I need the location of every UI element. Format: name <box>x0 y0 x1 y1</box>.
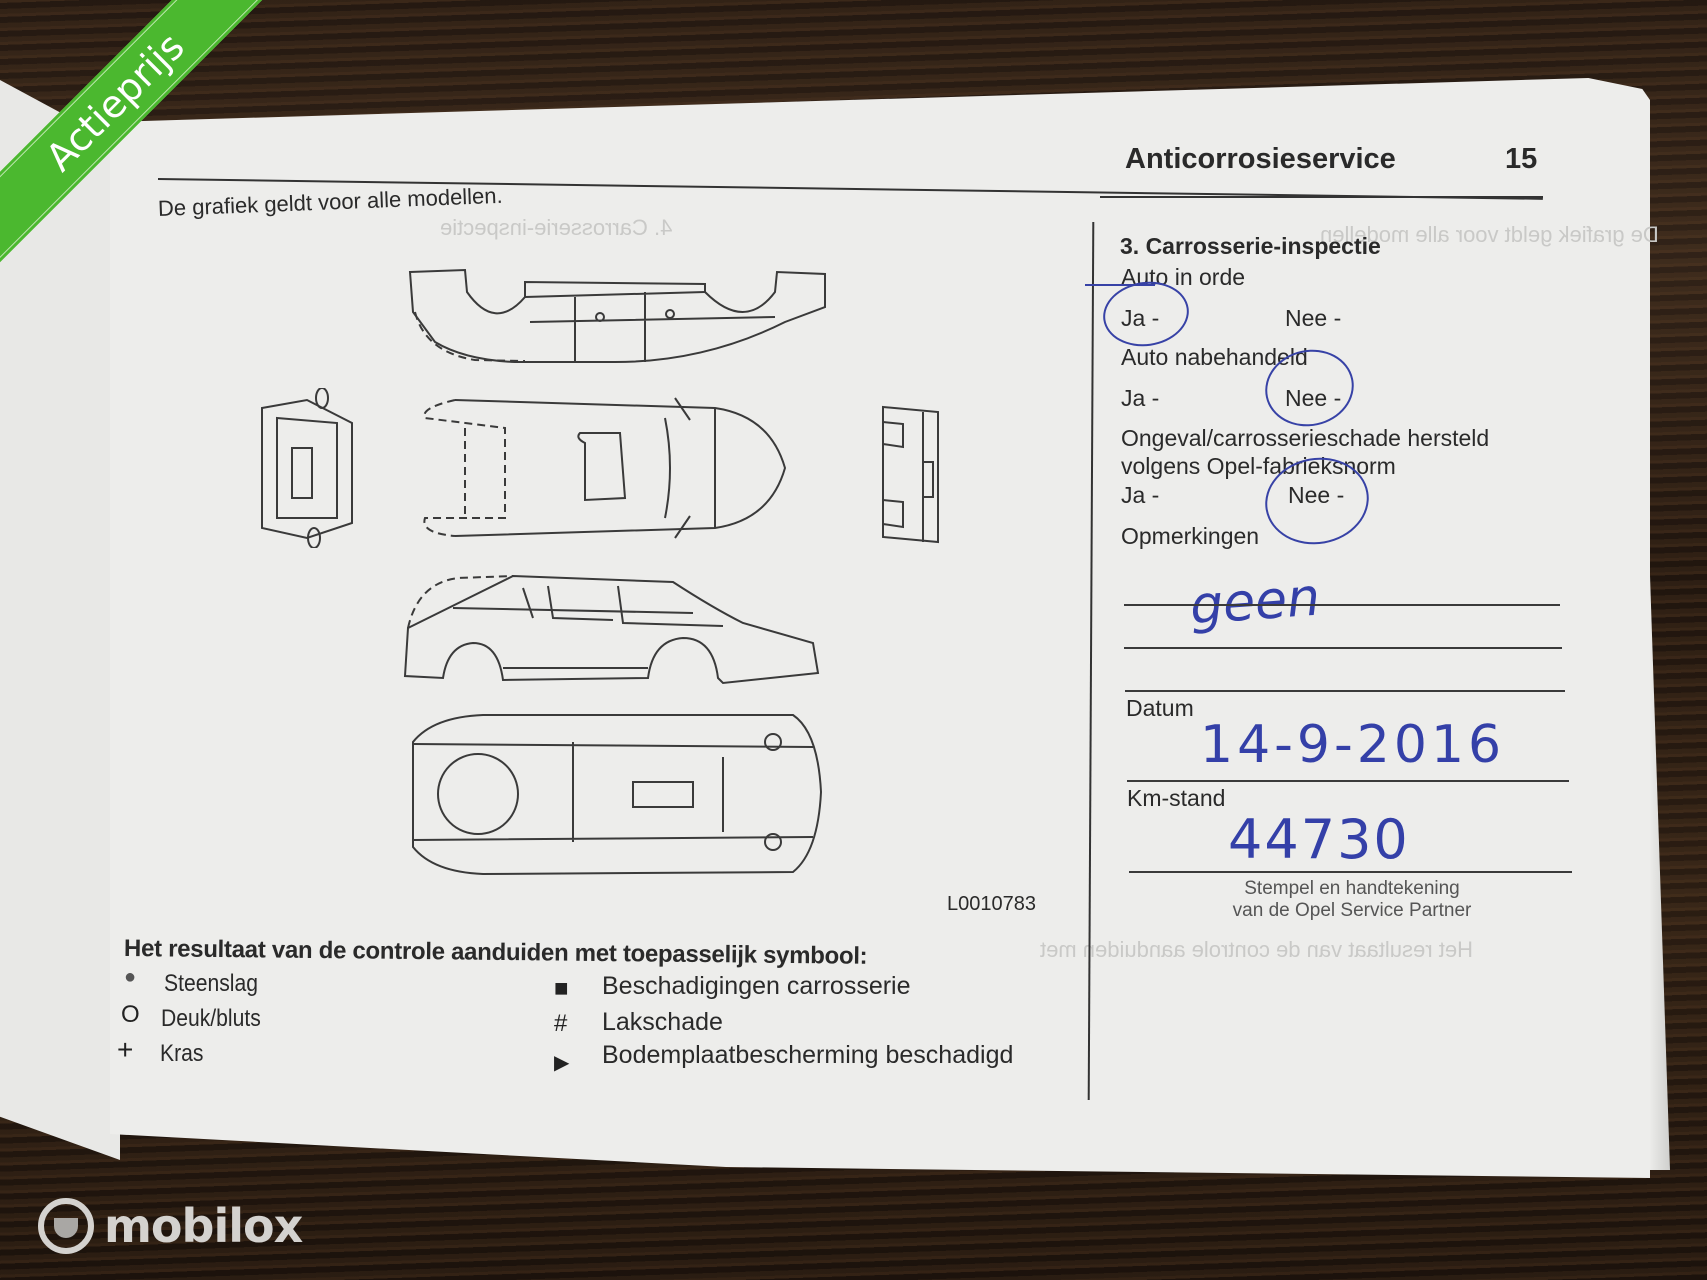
left-page <box>0 80 120 1160</box>
question-label: Ongeval/carrosserieschade hersteld <box>1121 425 1490 451</box>
figure-code: L0010783 <box>947 893 1036 915</box>
mobilox-logo-icon <box>38 1198 94 1254</box>
question-label: Auto nabehandeld <box>1121 344 1308 370</box>
watermark-logo: mobilox <box>38 1198 303 1254</box>
answer-yes[interactable]: Ja - <box>1121 305 1160 331</box>
legend-item-label: Beschadigingen carrosserie <box>602 972 911 1000</box>
answer-no[interactable]: Nee - <box>1285 305 1342 331</box>
answer-yes[interactable]: Ja - <box>1121 482 1160 508</box>
booklet-page <box>110 78 1650 1178</box>
paint-damage-symbol-icon: # <box>554 1010 568 1037</box>
car-rear-view-diagram <box>882 405 939 544</box>
stone-chip-symbol-icon: ● <box>124 966 137 988</box>
legend-item-label: Kras <box>160 1040 204 1067</box>
bleed-through-text: 4. Carrosserie-inspectie <box>440 215 673 240</box>
date-handwritten[interactable]: 14-9-2016 <box>1200 715 1506 775</box>
km-line <box>1129 871 1572 873</box>
remarks-label: Opmerkingen <box>1121 523 1260 549</box>
remarks-line-1 <box>1124 604 1560 606</box>
watermark-brand: mobilox <box>104 1199 303 1253</box>
question-label-cont: volgens Opel-fabrieksnorm <box>1121 453 1396 479</box>
answer-no[interactable]: Nee - <box>1288 482 1345 508</box>
underbody-damage-symbol-icon: ▶ <box>554 1052 570 1074</box>
car-underbody-diagram <box>412 714 823 876</box>
legend-item-label: Lakschade <box>602 1008 723 1036</box>
remarks-line-2 <box>1124 647 1562 649</box>
ink-stroke <box>1085 284 1155 286</box>
legend-item-label: Steenslag <box>164 970 258 997</box>
car-front-view-diagram <box>261 388 353 548</box>
km-label: Km-stand <box>1127 785 1226 811</box>
inspection-title: 3. Carrosserie-inspectie <box>1120 233 1381 259</box>
answer-yes[interactable]: Ja - <box>1121 385 1160 411</box>
section-title: Anticorrosieservice <box>1125 143 1396 175</box>
date-label: Datum <box>1126 695 1194 721</box>
body-damage-symbol-icon: ■ <box>554 975 569 1002</box>
car-top-view-diagram <box>423 397 787 539</box>
legend-item-label: Bodemplaatbescherming beschadigd <box>602 1041 1014 1069</box>
remarks-line-3 <box>1125 690 1565 692</box>
date-line <box>1127 780 1569 782</box>
dent-symbol-icon: O <box>121 1001 140 1028</box>
answer-no[interactable]: Nee - <box>1285 385 1342 411</box>
car-top-body-diagram <box>408 268 826 363</box>
km-handwritten[interactable]: 44730 <box>1228 808 1410 871</box>
stamp-caption: Stempel en handtekening <box>1244 878 1460 899</box>
page-number: 15 <box>1505 143 1538 175</box>
remarks-handwritten[interactable]: geen <box>1188 567 1322 637</box>
legend-item-label: Deuk/bluts <box>161 1005 261 1032</box>
scratch-symbol-icon: + <box>117 1034 134 1065</box>
bleed-through-text: Het resultaat van de controle aanduiden … <box>1040 937 1473 962</box>
car-side-view-diagram <box>403 574 820 685</box>
stamp-caption-cont: van de Opel Service Partner <box>1232 900 1472 921</box>
header-rule-right <box>1100 196 1543 198</box>
